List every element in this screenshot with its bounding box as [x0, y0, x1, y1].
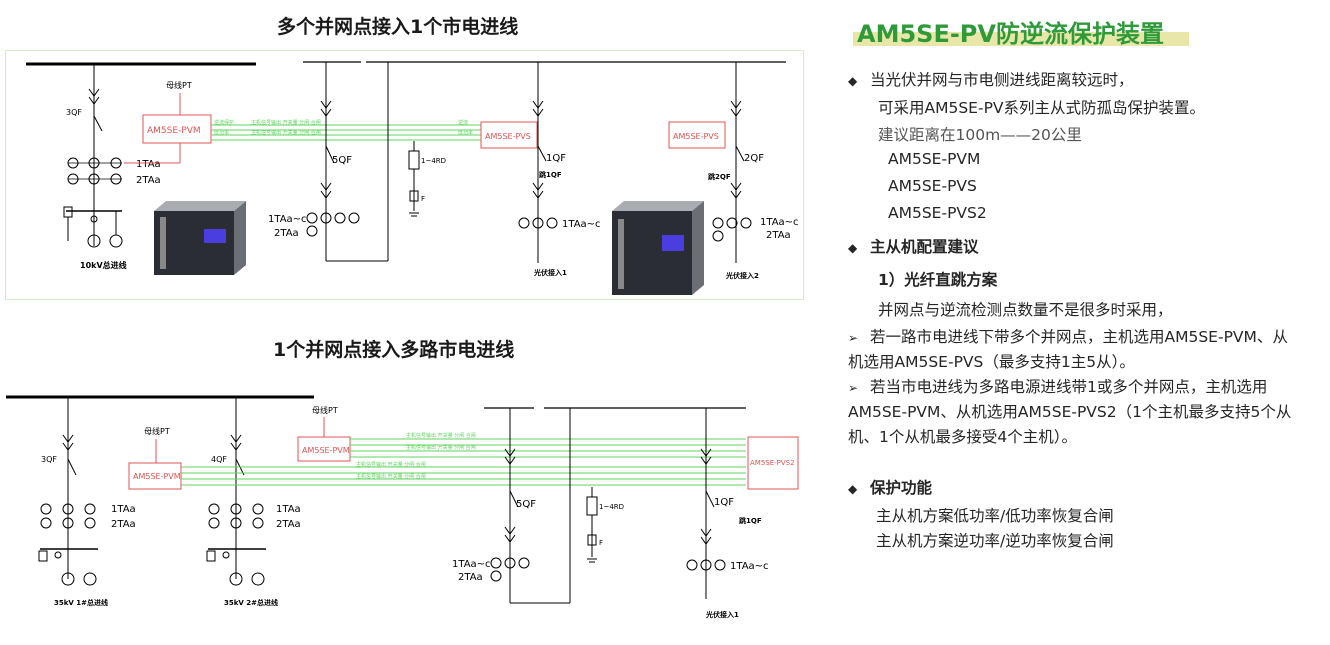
bot-pvm1-box: [128, 462, 182, 490]
info-config-heading: ◆主从机配置建议: [848, 238, 979, 256]
bot-pvs2-box: [747, 436, 799, 490]
bot-label-trip1: 跳1QF: [739, 516, 762, 525]
info-line-2: 可采用AM5SE-PV系列主从式防孤岛保护装置。: [878, 99, 1206, 117]
bot-label-pt1: 母线PT: [144, 426, 170, 436]
info-line-pvs2: AM5SE-PVS2: [888, 204, 987, 222]
bot-label-2ta-c: 2TAa: [458, 572, 483, 583]
info-line-1: ◆当光伏并网与市电侧进线距离较远时，: [848, 71, 1134, 89]
info-line-16: 主从机方案低功率/低功率恢复合闸: [876, 507, 1114, 525]
top-label-trip1: 跳1QF: [539, 170, 562, 179]
bot-label-4qf: 4QF: [211, 455, 227, 464]
top-label-trip2: 跳2QF: [708, 172, 731, 181]
bot-label-pv1: 光伏接入1: [705, 610, 739, 619]
top-label-1ta-c: 1TAa~c: [268, 214, 307, 225]
info-fiber-heading: 1）光纤直跳方案: [878, 271, 998, 289]
bullet-icon: ◆: [848, 482, 858, 496]
svg-text:低功率: 低功率: [458, 129, 473, 136]
info-line-9: 并网点与逆流检测点数量不是很多时采用，: [878, 301, 1173, 319]
top-label-pt: 母线PT: [166, 80, 192, 90]
top-diagram-svg: 3QF 1TAa 2TAa 10kV总进线 母线PT AM5SE-PVM: [26, 61, 799, 295]
top-label-1ta: 1TAa: [136, 159, 161, 170]
svg-text:低功率: 低功率: [214, 129, 229, 136]
bot-label-1ta: 1TAa: [111, 504, 136, 515]
info-line-pvm: AM5SE-PVM: [888, 150, 981, 168]
bot-label-1ta-c: 1TAa~c: [452, 559, 491, 570]
top-label-rd: 1~4RD: [421, 157, 446, 165]
page-heading: AM5SE-PV防逆流保护装置: [857, 20, 1164, 48]
bot-pvm2-label: AM5SE-PVM: [302, 446, 350, 455]
bot-label-rd: 1~4RD: [599, 503, 624, 511]
bot-label-3qf: 3QF: [41, 455, 57, 464]
bot-pvm2-box: [297, 436, 351, 462]
svg-text:主机信号输出 开关量 分闸 合闸: 主机信号输出 开关量 分闸 合闸: [406, 444, 476, 451]
bot-pvs2-label: AM5SE-PVS2: [750, 459, 795, 467]
top-diagram: 3QF 1TAa 2TAa 10kV总进线 母线PT AM5SE-PVM: [5, 50, 804, 300]
arrow-icon: ➢: [848, 381, 859, 395]
bot-label-f: F: [599, 539, 603, 547]
top-pvs2-box: [668, 121, 726, 149]
info-line-pvs: AM5SE-PVS: [888, 177, 977, 195]
top-label-2ta: 2TAa: [136, 175, 161, 186]
top-label-pv1: 光伏接入1: [533, 268, 567, 277]
svg-text:主机信号输出 开关量 分闸 合闸: 主机信号输出 开关量 分闸 合闸: [251, 119, 321, 126]
bottom-diagram: 3QF 1TAa 2TAa 35kV 1#总进线 母线PT AM5SE-PVM …: [5, 378, 804, 642]
info-line-17: 主从机方案逆功率/逆功率恢复合闸: [876, 532, 1114, 550]
top-label-1ta-c3: 1TAa~c: [760, 217, 799, 228]
bot-label-bus2: 35kV 2#总进线: [224, 598, 278, 607]
bullet-icon: ◆: [848, 74, 858, 88]
svg-text:逆流保护: 逆流保护: [214, 119, 234, 126]
bot-label-pt2: 母线PT: [312, 405, 338, 415]
heading-highlight: [853, 32, 1189, 46]
info-protect-heading: ◆保护功能: [848, 479, 933, 497]
bot-label-1ta-c2: 1TAa~c: [730, 561, 769, 572]
top-label-f: F: [421, 195, 425, 203]
bot-label-1ta-b: 1TAa: [276, 504, 301, 515]
diagram-panel: 多个并网点接入1个市电进线 3QF 1TAa 2TAa: [5, 16, 804, 642]
top-label-bus: 10kV总进线: [80, 260, 127, 270]
top-pvs1-label: AM5SE-PVS: [485, 132, 531, 141]
svg-text:主机信号输出 开关量 分闸 合闸: 主机信号输出 开关量 分闸 合闸: [406, 432, 476, 439]
heading-wrap: AM5SE-PV防逆流保护装置: [853, 14, 1189, 49]
info-line-3: 建议距离在100m——20公里: [878, 126, 1082, 144]
top-label-2ta-b: 2TAa: [274, 228, 299, 239]
top-label-1ta-c2: 1TAa~c: [562, 219, 601, 230]
svg-text:主机信号输出 开关量 分闸 合闸: 主机信号输出 开关量 分闸 合闸: [356, 473, 426, 480]
bot-pvm1-label: AM5SE-PVM: [133, 472, 181, 481]
svg-text:主机信号输出 开关量 分闸 合闸: 主机信号输出 开关量 分闸 合闸: [251, 129, 321, 136]
top-label-5qf: 5QF: [332, 155, 352, 166]
top-label-2qf: 2QF: [744, 153, 764, 164]
info-line-13: AM5SE-PVM、从机选用AM5SE-PVS2（1个主机最多支持5个从: [848, 403, 1292, 421]
top-pvs2-label: AM5SE-PVS: [673, 132, 719, 141]
bottom-diagram-svg: 3QF 1TAa 2TAa 35kV 1#总进线 母线PT AM5SE-PVM …: [6, 395, 799, 619]
info-line-10: ➢若一路市电进线下带多个并网点，主机选用AM5SE-PVM、从: [848, 328, 1288, 346]
top-label-1qf: 1QF: [546, 153, 566, 164]
bot-label-5qf: 5QF: [516, 499, 536, 510]
info-line-12: ➢若当市电进线为多路电源进线带1或多个并网点，主机选用: [848, 378, 1268, 396]
bot-label-2ta: 2TAa: [111, 519, 136, 530]
bot-label-2ta-b: 2TAa: [276, 519, 301, 530]
top-diagram-title: 多个并网点接入1个市电进线: [277, 16, 519, 38]
svg-text:逆流: 逆流: [458, 119, 468, 126]
top-label-pv2: 光伏接入2: [725, 271, 759, 280]
info-panel: AM5SE-PV防逆流保护装置 ◆当光伏并网与市电侧进线距离较远时， 可采用AM…: [820, 0, 1325, 645]
bottom-diagram-title: 1个并网点接入多路市电进线: [273, 339, 515, 361]
bullet-icon: ◆: [848, 241, 858, 255]
info-line-14: 机、1个从机最多接受4个主机）。: [848, 428, 1077, 446]
info-line-11: 机选用AM5SE-PVS（最多支持1主5从）。: [848, 353, 1135, 371]
top-pvm-label: AM5SE-PVM: [147, 126, 201, 136]
device-photo-left: [154, 201, 246, 275]
top-label-3qf: 3QF: [66, 108, 82, 117]
bot-label-1qf: 1QF: [714, 497, 734, 508]
bot-label-bus1: 35kV 1#总进线: [54, 598, 108, 607]
top-pvs1-box: [480, 121, 538, 149]
device-photo-right: [612, 201, 704, 295]
arrow-icon: ➢: [848, 331, 859, 345]
svg-text:主机信号输出 开关量 分闸 合闸: 主机信号输出 开关量 分闸 合闸: [356, 461, 426, 468]
top-pvm-box: [142, 114, 212, 144]
top-label-2ta-c: 2TAa: [766, 230, 791, 241]
